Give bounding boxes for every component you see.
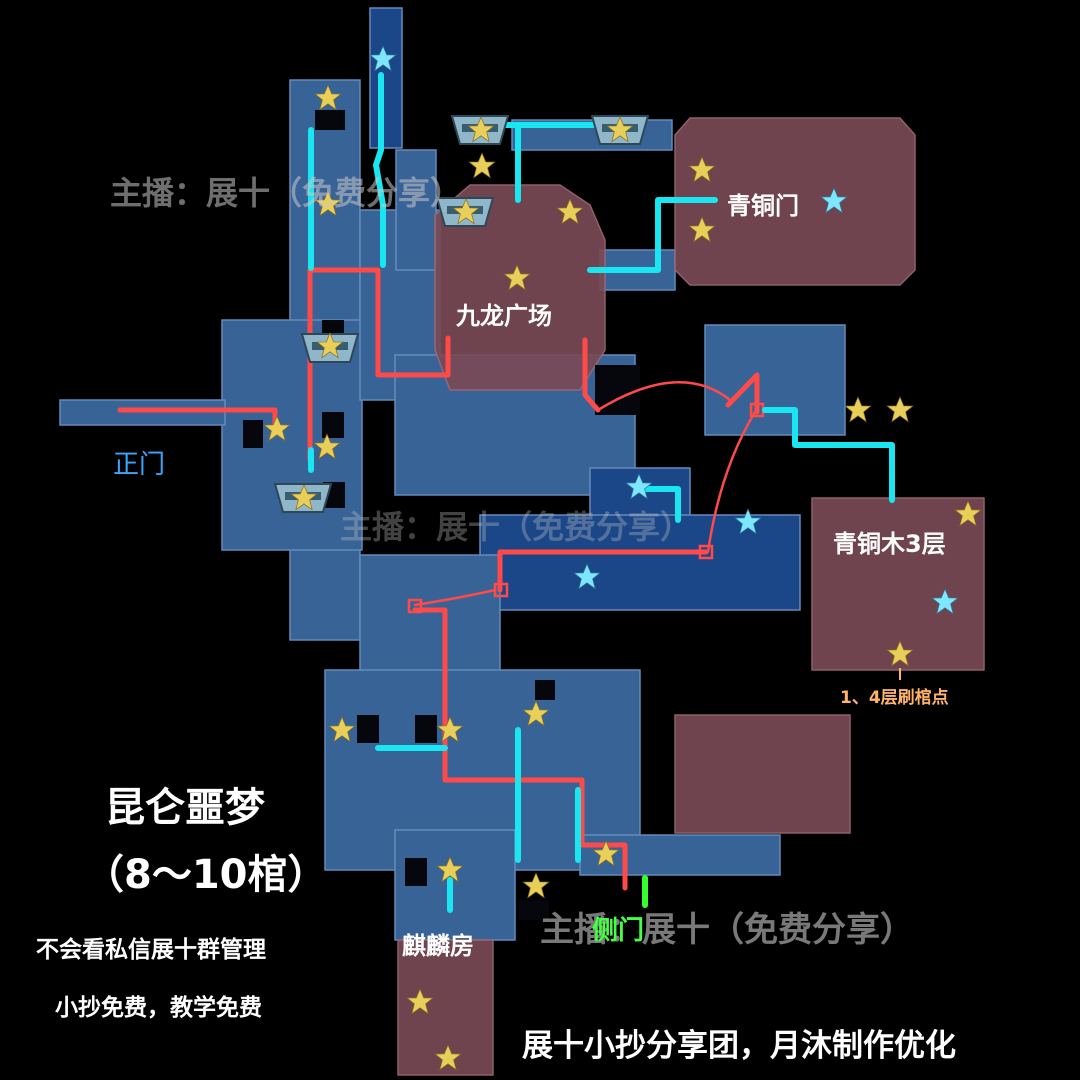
note-line: 不会看私信展十群管理 bbox=[36, 937, 266, 963]
map-title: 昆仑噩梦 bbox=[105, 785, 265, 831]
north-tower bbox=[369, 7, 403, 149]
credit-text: 展十小抄分享团，月沐制作优化 bbox=[522, 1028, 956, 1064]
east-hall bbox=[704, 324, 846, 436]
watermark: 主播：展十（免费分享） bbox=[110, 174, 463, 212]
north-corridor bbox=[395, 149, 437, 271]
gold-star-icon bbox=[468, 152, 496, 179]
bronze-tree-room bbox=[811, 497, 985, 671]
red-route-nodes bbox=[407, 402, 765, 614]
map-rooms bbox=[59, 7, 846, 941]
coffin-spawn-note: 1、4层刷棺点 bbox=[840, 688, 949, 708]
nine-dragon-plaza-label: 九龙广场 bbox=[456, 302, 552, 330]
coffin-count: （8～10棺） bbox=[84, 852, 328, 898]
watermark: 主播：展十（免费分享） bbox=[340, 508, 693, 546]
watermark: 主播：展十（免费分享） bbox=[540, 910, 914, 950]
main-gate-label: 正门 bbox=[113, 450, 166, 480]
cyan-route bbox=[308, 72, 895, 913]
bronze-gate-room bbox=[674, 117, 916, 286]
side-gate-corridor bbox=[579, 834, 781, 876]
red-rooms bbox=[397, 117, 985, 1076]
bronze-gate-label: 青铜门 bbox=[727, 192, 799, 220]
south-east-room bbox=[674, 714, 851, 834]
center-south-hall bbox=[479, 514, 801, 611]
qilin-room-label: 麒麟房 bbox=[402, 932, 474, 960]
side-gate-label: 侧门 bbox=[592, 916, 645, 946]
gold-star-icon bbox=[844, 396, 872, 423]
bronze-tree-label: 青铜木3层 bbox=[833, 530, 946, 558]
gold-star-icon bbox=[522, 872, 550, 899]
note-line: 小抄免费，教学免费 bbox=[55, 995, 262, 1021]
gold-star-icon bbox=[886, 396, 914, 423]
